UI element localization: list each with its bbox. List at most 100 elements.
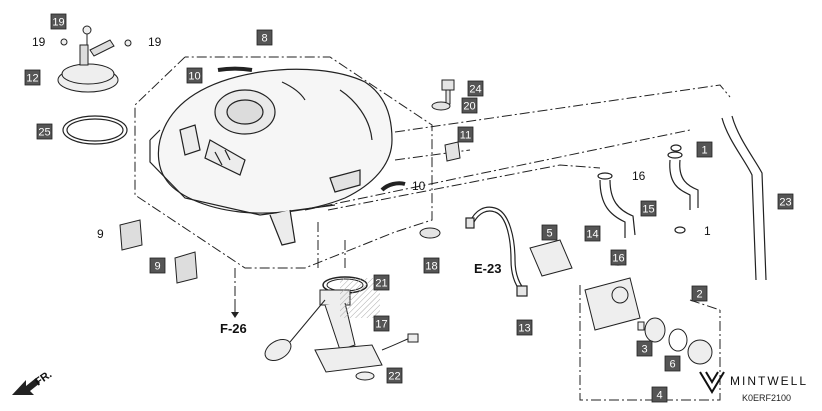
plain-callout-10: 10 (412, 179, 426, 193)
plain-callout-19: 19 (148, 35, 162, 49)
callout-number: 1 (701, 145, 707, 157)
breather-tubes (217, 66, 406, 192)
callout-24: 24 (467, 80, 484, 97)
vent-hoses (597, 115, 767, 281)
callout-number: 2 (696, 289, 702, 301)
callout-20: 20 (461, 97, 478, 114)
callout-box (516, 319, 533, 336)
callout-22: 22 (386, 367, 403, 384)
callout-box (461, 97, 478, 114)
callout-8: 8 (256, 29, 273, 46)
callout-box (24, 69, 41, 86)
callout-5: 5 (541, 224, 558, 241)
callout-16: 16 (610, 249, 627, 266)
callout-1: 1 (696, 141, 713, 158)
callout-2: 2 (691, 285, 708, 302)
callout-box (386, 367, 403, 384)
callout-19: 19 (50, 13, 67, 30)
callout-box (373, 274, 390, 291)
callout-number: 12 (26, 73, 38, 85)
callout-15: 15 (640, 200, 657, 217)
callout-12: 12 (24, 69, 41, 86)
callout-box (467, 80, 484, 97)
callout-number: 14 (586, 229, 598, 241)
callout-box (610, 249, 627, 266)
callout-23: 23 (777, 193, 794, 210)
callout-number: 10 (188, 71, 200, 83)
callout-box (541, 224, 558, 241)
callout-25: 25 (36, 123, 53, 140)
plain-callout-1: 1 (704, 224, 711, 238)
callout-10: 10 (186, 67, 203, 84)
callout-box (373, 315, 390, 332)
callout-number: 17 (375, 319, 387, 331)
callout-number: 5 (546, 228, 552, 240)
bolt-washer-grommet (419, 79, 461, 239)
callout-box (636, 340, 653, 357)
mintwell-watermark: MINTWELL K0ERF2100 (699, 371, 808, 403)
callout-box (640, 200, 657, 217)
callout-number: 8 (261, 33, 267, 45)
ref-f26: F-26 (220, 321, 247, 336)
callout-box (149, 257, 166, 274)
fuel-cap (57, 25, 132, 93)
callout-14: 14 (584, 225, 601, 242)
callout-number: 13 (518, 323, 530, 335)
watermark-code: K0ERF2100 (742, 393, 791, 403)
callout-4: 4 (651, 386, 668, 403)
callout-6: 6 (664, 355, 681, 372)
fuel-tank (149, 68, 393, 246)
callout-number: 6 (669, 359, 675, 371)
callout-number: 20 (463, 101, 475, 113)
callout-number: 3 (641, 344, 647, 356)
callout-number: 25 (38, 127, 50, 139)
f26-arrowhead (231, 312, 239, 318)
callout-21: 21 (373, 274, 390, 291)
watermark-brand: MINTWELL (730, 374, 808, 388)
callout-box (50, 13, 67, 30)
callout-3: 3 (636, 340, 653, 357)
callout-17: 17 (373, 315, 390, 332)
callout-number: 4 (656, 390, 662, 402)
callout-box (457, 126, 474, 143)
tank-o-ring (62, 115, 128, 145)
callout-11: 11 (457, 126, 474, 143)
callout-number: 23 (779, 197, 791, 209)
callout-number: 22 (388, 371, 400, 383)
callout-box (36, 123, 53, 140)
callout-box (777, 193, 794, 210)
fuel-pump-assembly (264, 276, 419, 381)
callout-number: 11 (460, 130, 471, 142)
fuel-feed-hose (465, 206, 528, 297)
callout-18: 18 (423, 257, 440, 274)
callout-number: 18 (425, 261, 437, 273)
callout-box (186, 67, 203, 84)
callout-9: 9 (149, 257, 166, 274)
callout-box (423, 257, 440, 274)
callout-number: 15 (642, 204, 654, 216)
plain-callout-9: 9 (97, 227, 104, 241)
ref-e23: E-23 (474, 261, 501, 276)
callout-box (651, 386, 668, 403)
callout-box (664, 355, 681, 372)
assembly-boundary-lines (134, 56, 731, 401)
seal-hatch (340, 278, 380, 318)
callout-number: 21 (375, 278, 387, 290)
fuel-filter-housing (529, 239, 713, 365)
callout-box (584, 225, 601, 242)
callout-number: 24 (469, 84, 481, 96)
callout-box (696, 141, 713, 158)
plain-callout-16: 16 (632, 169, 646, 183)
callout-number: 16 (612, 253, 624, 265)
callout-number: 19 (52, 17, 64, 29)
plain-callout-19: 19 (32, 35, 46, 49)
callout-box (256, 29, 273, 46)
callout-number: 9 (154, 261, 160, 273)
callout-13: 13 (516, 319, 533, 336)
rubber-cushion-9 (119, 219, 198, 284)
callout-box (691, 285, 708, 302)
front-direction-arrow: FR. (12, 368, 54, 395)
